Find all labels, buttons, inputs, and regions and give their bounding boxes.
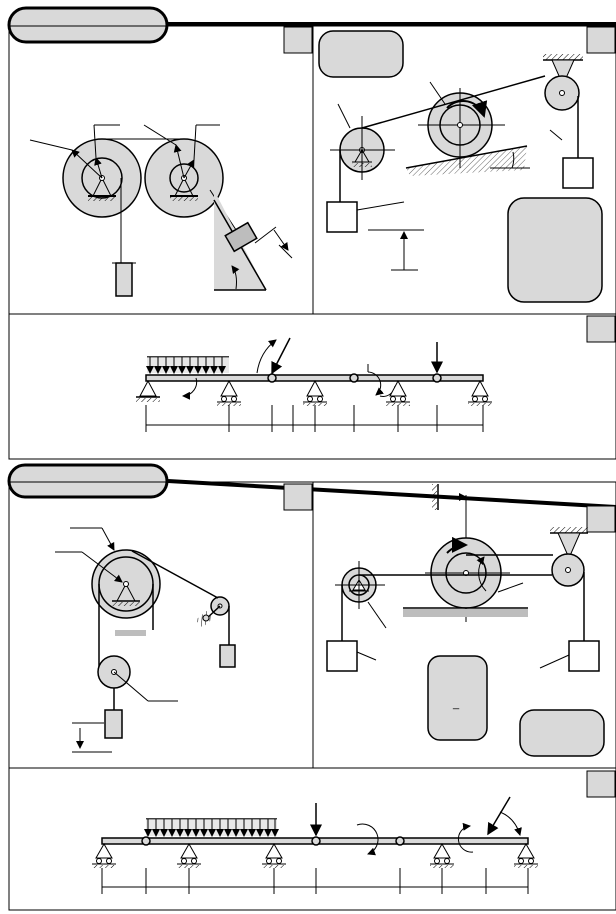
right-weight [219,644,236,668]
variant-1-panel-b [318,26,616,303]
variant-1-panel-a [29,26,313,297]
variant-2: _ [7,463,616,911]
variant-2-panel-a-number-box [283,483,313,511]
block-on-incline [224,221,258,253]
ceiling-block [115,630,146,636]
moment-arc-1 [356,823,379,856]
hinge [141,836,151,846]
roller-support [262,842,286,868]
variant-1-panel-b-number-box [586,26,616,54]
fixed-pulley [543,54,583,111]
left-weight [104,709,123,739]
variant-2-beam-number-box [586,770,616,798]
right-weight [568,640,600,672]
hinge [349,373,359,383]
double-pulley [55,527,161,619]
distributed-load [146,356,229,374]
hanging-weight [115,262,133,297]
variant-1-beam-number-box [586,315,616,343]
left-weight [326,201,358,233]
roller-support [177,842,201,868]
variant-2-panel-b-formula: _ [452,698,460,710]
variant-1-panel-b-note-box [318,30,404,78]
distributed-load [144,818,279,837]
moment-arc-2 [457,822,474,853]
ground-support [368,229,424,271]
hinge [311,836,321,846]
large-wheel-on-incline [418,81,505,168]
variant-1-panel-a-dimension [254,226,293,259]
right-weight [562,157,594,189]
small-pulley-right [195,596,230,628]
fixed-pulley [550,527,588,587]
moment-arc-2 [367,371,384,396]
variant-1-panel-a-number-box [283,26,313,54]
roller-support [92,842,116,868]
variant-1-panel-b-incline [405,145,530,176]
wall-support [432,484,467,510]
stepped-pulley-left [29,124,142,263]
variant-1-header-tab [7,6,616,44]
small-pulley [330,103,395,180]
variant-1-panel-b-data-box [507,197,603,303]
roller-support [430,842,454,868]
variant-2-panel-b-number-box [586,505,616,533]
left-weight [326,640,358,672]
roller-support [303,379,327,406]
roller-support [217,379,241,406]
roller-support [468,379,492,406]
inclined-force [256,337,291,375]
variant-1 [7,6,616,460]
variant-2-beam-panel [92,770,616,894]
inclined-force [487,796,522,836]
variant-1-beam-dimension [145,405,484,432]
hinge [267,373,277,383]
variant-2-header-tab [7,463,616,509]
movable-pulley [97,655,178,702]
variant-2-panel-a [55,483,313,753]
rolling-wheel [425,536,524,609]
roller-support [514,842,538,868]
hinge [432,373,442,383]
variant-1-beam-panel [136,315,616,432]
variant-2-panel-b-note-box [519,709,605,757]
pin-support [136,379,160,402]
hinge [395,836,405,846]
variant-2-panel-b-formula-box [427,655,488,741]
moment-arc-1 [182,377,198,400]
roller-support [386,379,410,406]
variant-2-panel-b-ground [403,607,528,617]
variant-2-beam-dimension [101,868,529,894]
small-double-pulley [335,561,387,629]
variant-2-panel-b: _ [326,484,616,757]
